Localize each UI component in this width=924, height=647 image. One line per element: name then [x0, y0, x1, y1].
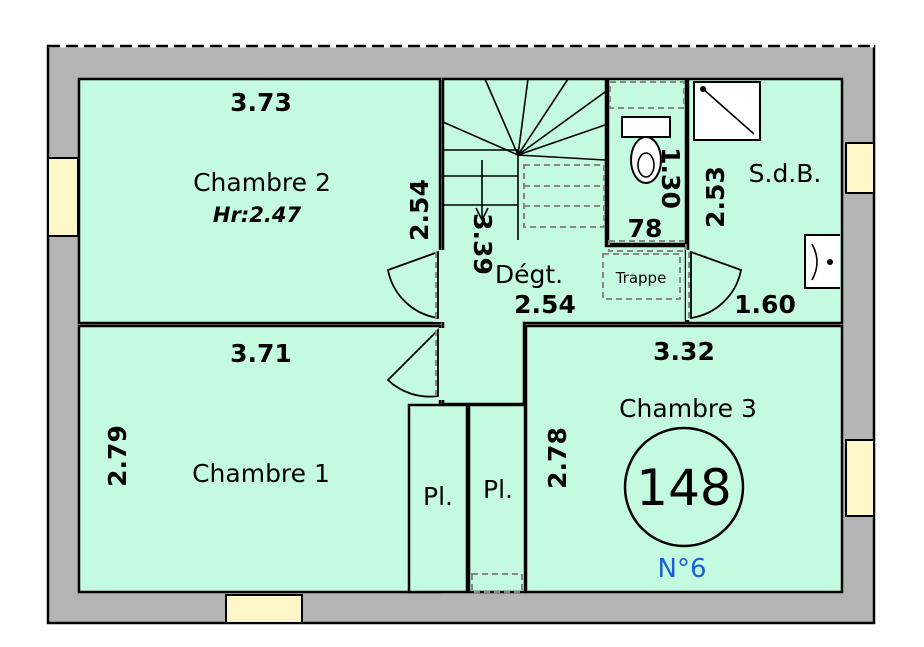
trappe-hatch	[602, 253, 681, 300]
wc-width: 78	[628, 214, 663, 243]
chambre-3-label: Chambre 3	[619, 394, 757, 423]
area-value: 148	[636, 459, 731, 517]
window-right-bottom	[845, 439, 875, 517]
window-left	[47, 157, 79, 237]
degt-label: Dégt.	[495, 260, 563, 289]
chambre-1-depth: 2.79	[103, 425, 132, 487]
placard-2-label: Pl.	[483, 475, 513, 504]
window-right-top	[845, 142, 875, 194]
chambre-1-width: 3.71	[230, 339, 292, 368]
sink-icon	[804, 234, 840, 289]
door-chambre-2	[386, 250, 445, 322]
placard-2-door	[471, 573, 523, 593]
sdb-depth: 2.53	[701, 166, 730, 228]
plan-number: N°6	[658, 554, 707, 584]
wc-tank-icon	[621, 116, 671, 138]
window-bottom	[225, 594, 303, 624]
staircase	[442, 78, 606, 240]
sdb-label: S.d.B.	[749, 159, 822, 188]
door-sdb	[686, 250, 743, 320]
degt-length: 3.39	[468, 213, 497, 275]
chambre-2-label: Chambre 2	[193, 168, 331, 197]
chambre-2-width: 3.73	[230, 88, 292, 117]
wc-length: 1.30	[656, 147, 685, 209]
sdb-width: 1.60	[734, 290, 796, 319]
area-circle	[623, 426, 745, 548]
chambre-3-width: 3.32	[653, 337, 715, 366]
room-chambre-3	[524, 324, 844, 594]
room-degagement	[441, 77, 688, 406]
door-chambre-1	[386, 327, 445, 400]
trappe-label: Trappe	[615, 269, 667, 287]
placard-1-label: Pl.	[423, 482, 453, 511]
chambre-3-depth: 2.78	[543, 427, 572, 489]
chambre-1-label: Chambre 1	[192, 459, 330, 488]
placard-2	[467, 403, 527, 594]
degt-width: 2.54	[514, 290, 576, 319]
wc-door-frame	[608, 240, 687, 252]
chambre-2-height: Hr:2.47	[213, 203, 302, 227]
room-chambre-2	[77, 77, 442, 325]
placard-1	[407, 403, 469, 594]
chambre-2-depth: 2.54	[405, 179, 434, 241]
